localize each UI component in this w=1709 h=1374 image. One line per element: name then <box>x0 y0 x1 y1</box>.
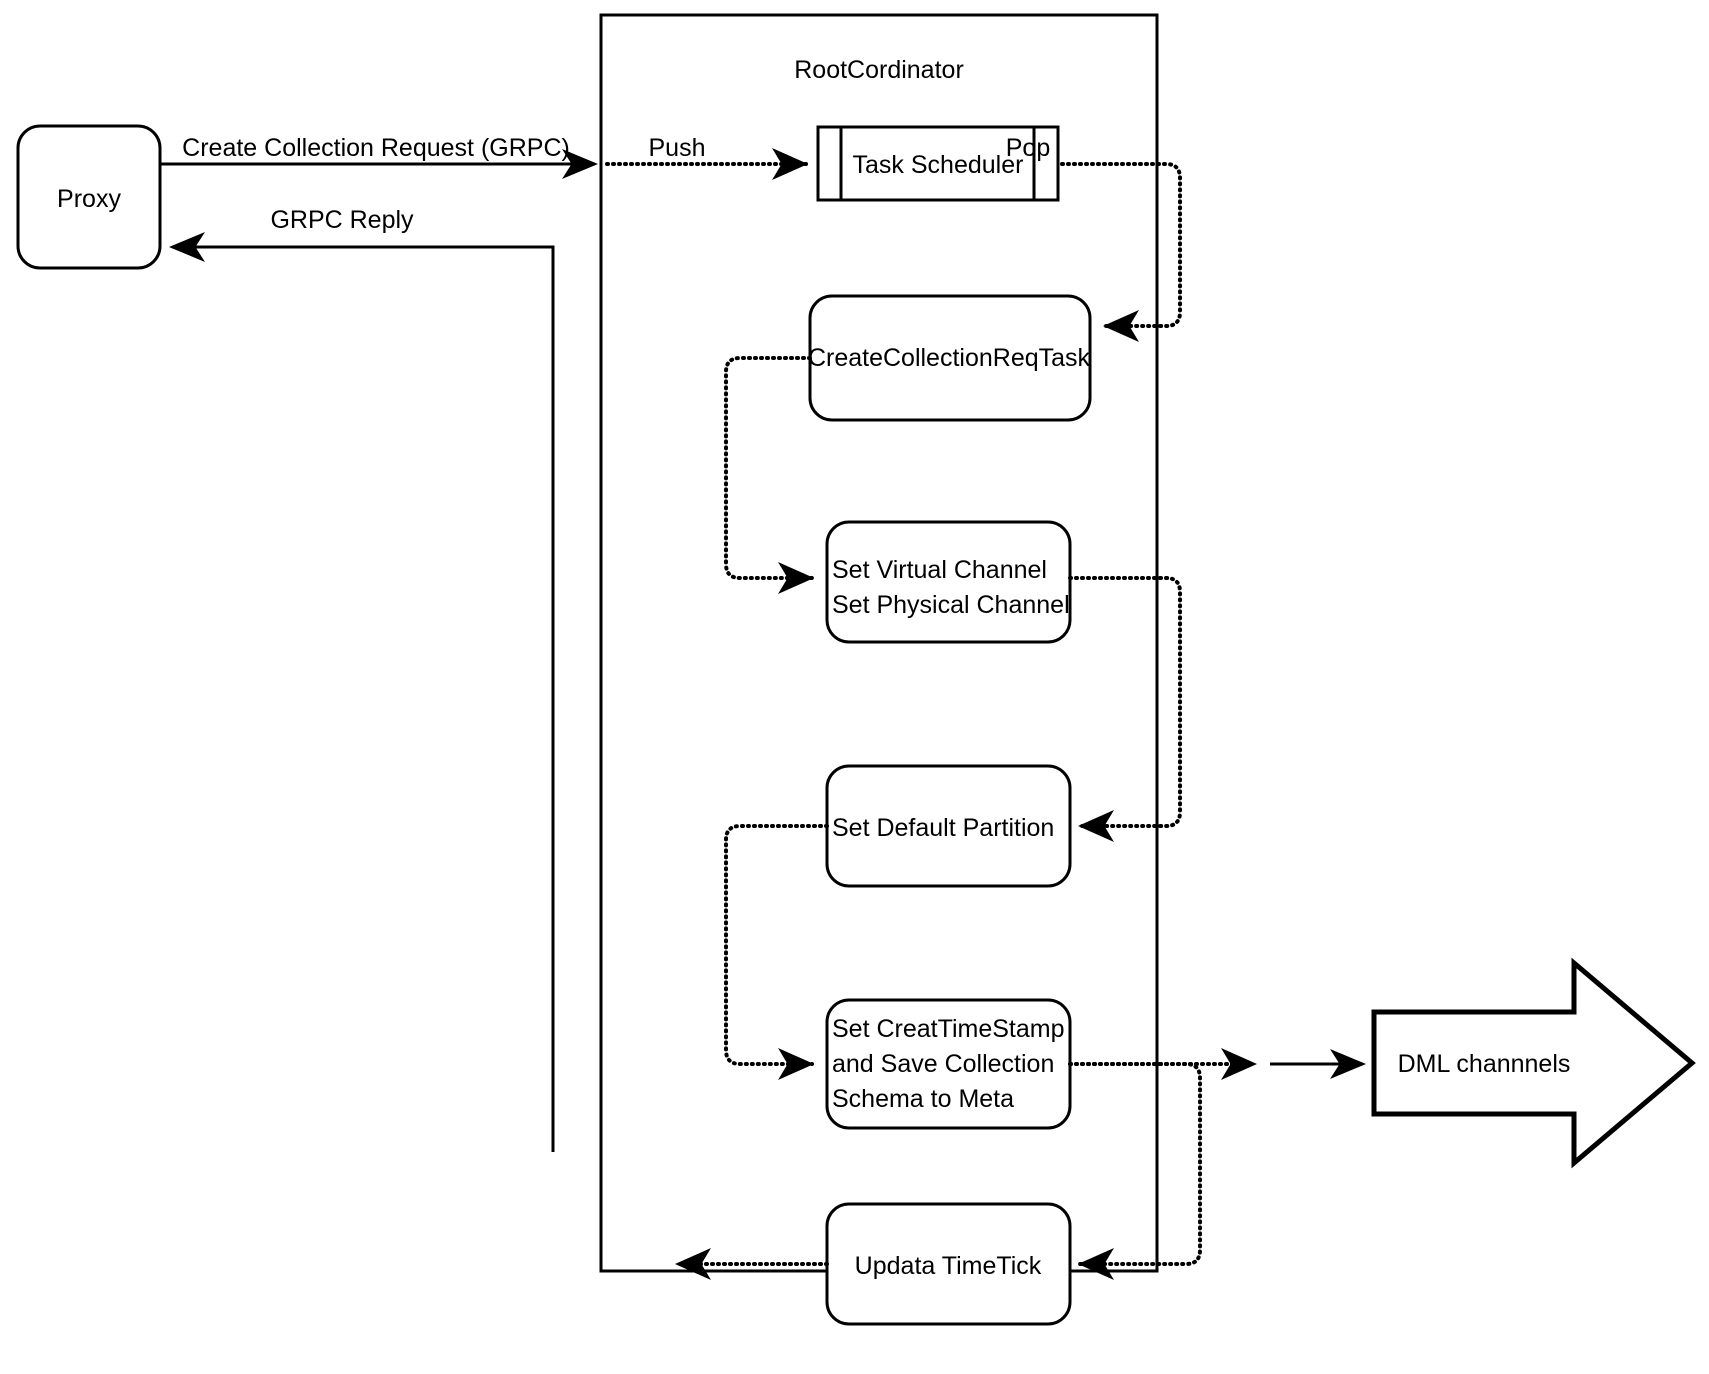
edge-task-to-channels <box>724 356 814 594</box>
set-createtimestamp-label-line3: Schema to Meta <box>832 1085 1014 1113</box>
edge-pop <box>1060 162 1182 342</box>
set-channels-label-line1: Set Virtual Channel <box>832 556 1047 584</box>
set-createtimestamp-label-line1: Set CreatTimeStamp <box>832 1015 1064 1043</box>
edge-pop-label: Pop <box>1006 134 1050 162</box>
edge-channels-to-partition <box>1068 576 1182 842</box>
task-scheduler-node[interactable] <box>816 125 1060 202</box>
proxy-label: Proxy <box>57 185 121 213</box>
updata-timetick-label: Updata TimeTick <box>855 1252 1042 1280</box>
edge-push-label: Push <box>649 134 706 162</box>
set-createtimestamp-label-line2: and Save Collection <box>832 1050 1054 1078</box>
task-scheduler-label: Task Scheduler <box>853 151 1024 179</box>
dml-channels-node[interactable] <box>1371 957 1696 1169</box>
edge-partition-to-timestamp <box>724 824 829 1080</box>
set-channels-node[interactable] <box>825 520 1072 644</box>
proxy-node[interactable] <box>16 124 162 270</box>
edge-timestamp-to-timetick <box>1068 1062 1202 1280</box>
create-collection-req-task-label: CreateCollectionReqTask <box>808 344 1091 372</box>
set-default-partition-label: Set Default Partition <box>832 814 1054 842</box>
dml-channels-label: DML channnels <box>1398 1050 1571 1078</box>
set-channels-label-line2: Set Physical Channel <box>832 591 1070 619</box>
edge-create-collection-request-label: Create Collection Request (GRPC) <box>182 134 570 162</box>
rootcordinator-label: RootCordinator <box>794 56 964 84</box>
edge-grpc-reply-label: GRPC Reply <box>270 206 414 234</box>
edge-grpc-reply <box>169 232 555 1152</box>
